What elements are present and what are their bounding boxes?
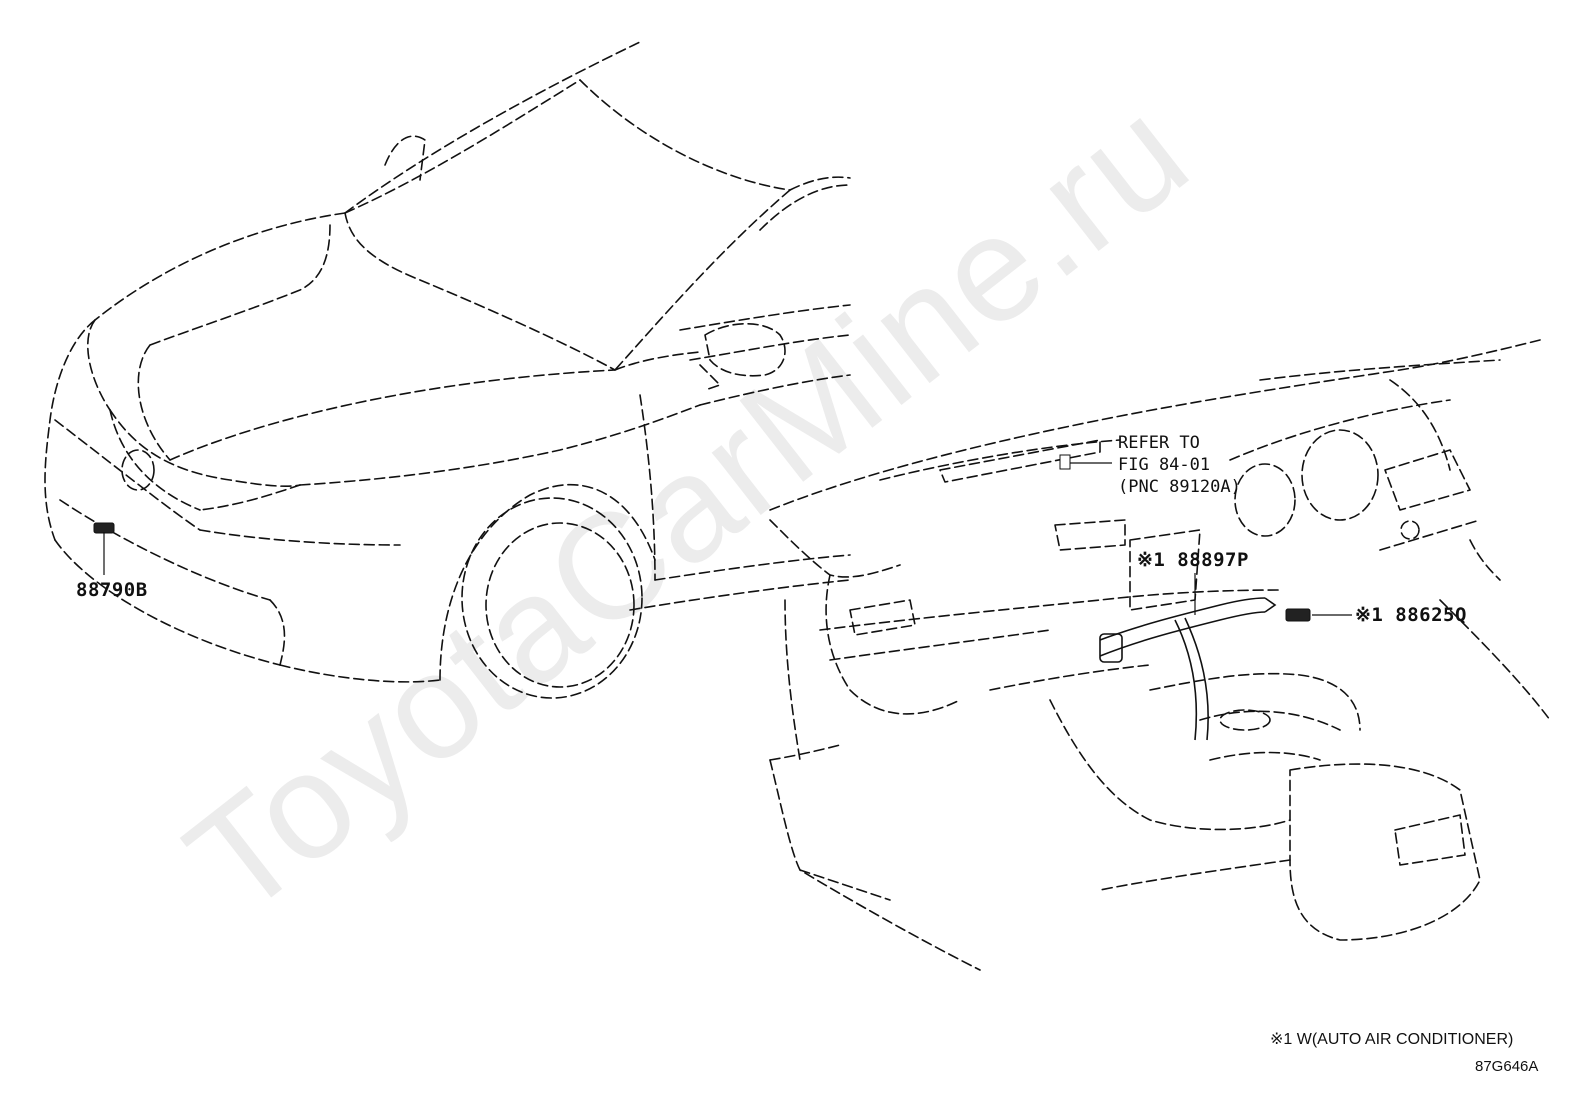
car-body-outline — [44, 41, 851, 699]
callout-88897P[interactable]: ※1 88897P — [1137, 549, 1249, 571]
footnote: ※1 W(AUTO AIR CONDITIONER) — [1270, 1031, 1514, 1048]
aspirator-hose — [1099, 597, 1277, 741]
dashboard-outline — [769, 339, 1551, 971]
sensor-glyphs — [93, 454, 1311, 622]
refer-to-note: REFER TO FIG 84-01 (PNC 89120A) — [1118, 432, 1241, 498]
solar-sensor-icon — [1059, 454, 1071, 470]
callout-88790B[interactable]: 88790B — [76, 579, 148, 601]
refer-line-3: (PNC 89120A) — [1118, 477, 1241, 497]
cabin-temp-sensor-icon — [1285, 608, 1311, 622]
figure-id: 87G646A — [1475, 1058, 1539, 1075]
ambient-temp-sensor-icon — [93, 522, 115, 534]
refer-line-1: REFER TO — [1118, 433, 1200, 453]
callout-88625Q[interactable]: ※1 88625Q — [1355, 604, 1467, 626]
refer-line-2: FIG 84-01 — [1118, 455, 1211, 475]
leader-lines — [103, 462, 1352, 616]
